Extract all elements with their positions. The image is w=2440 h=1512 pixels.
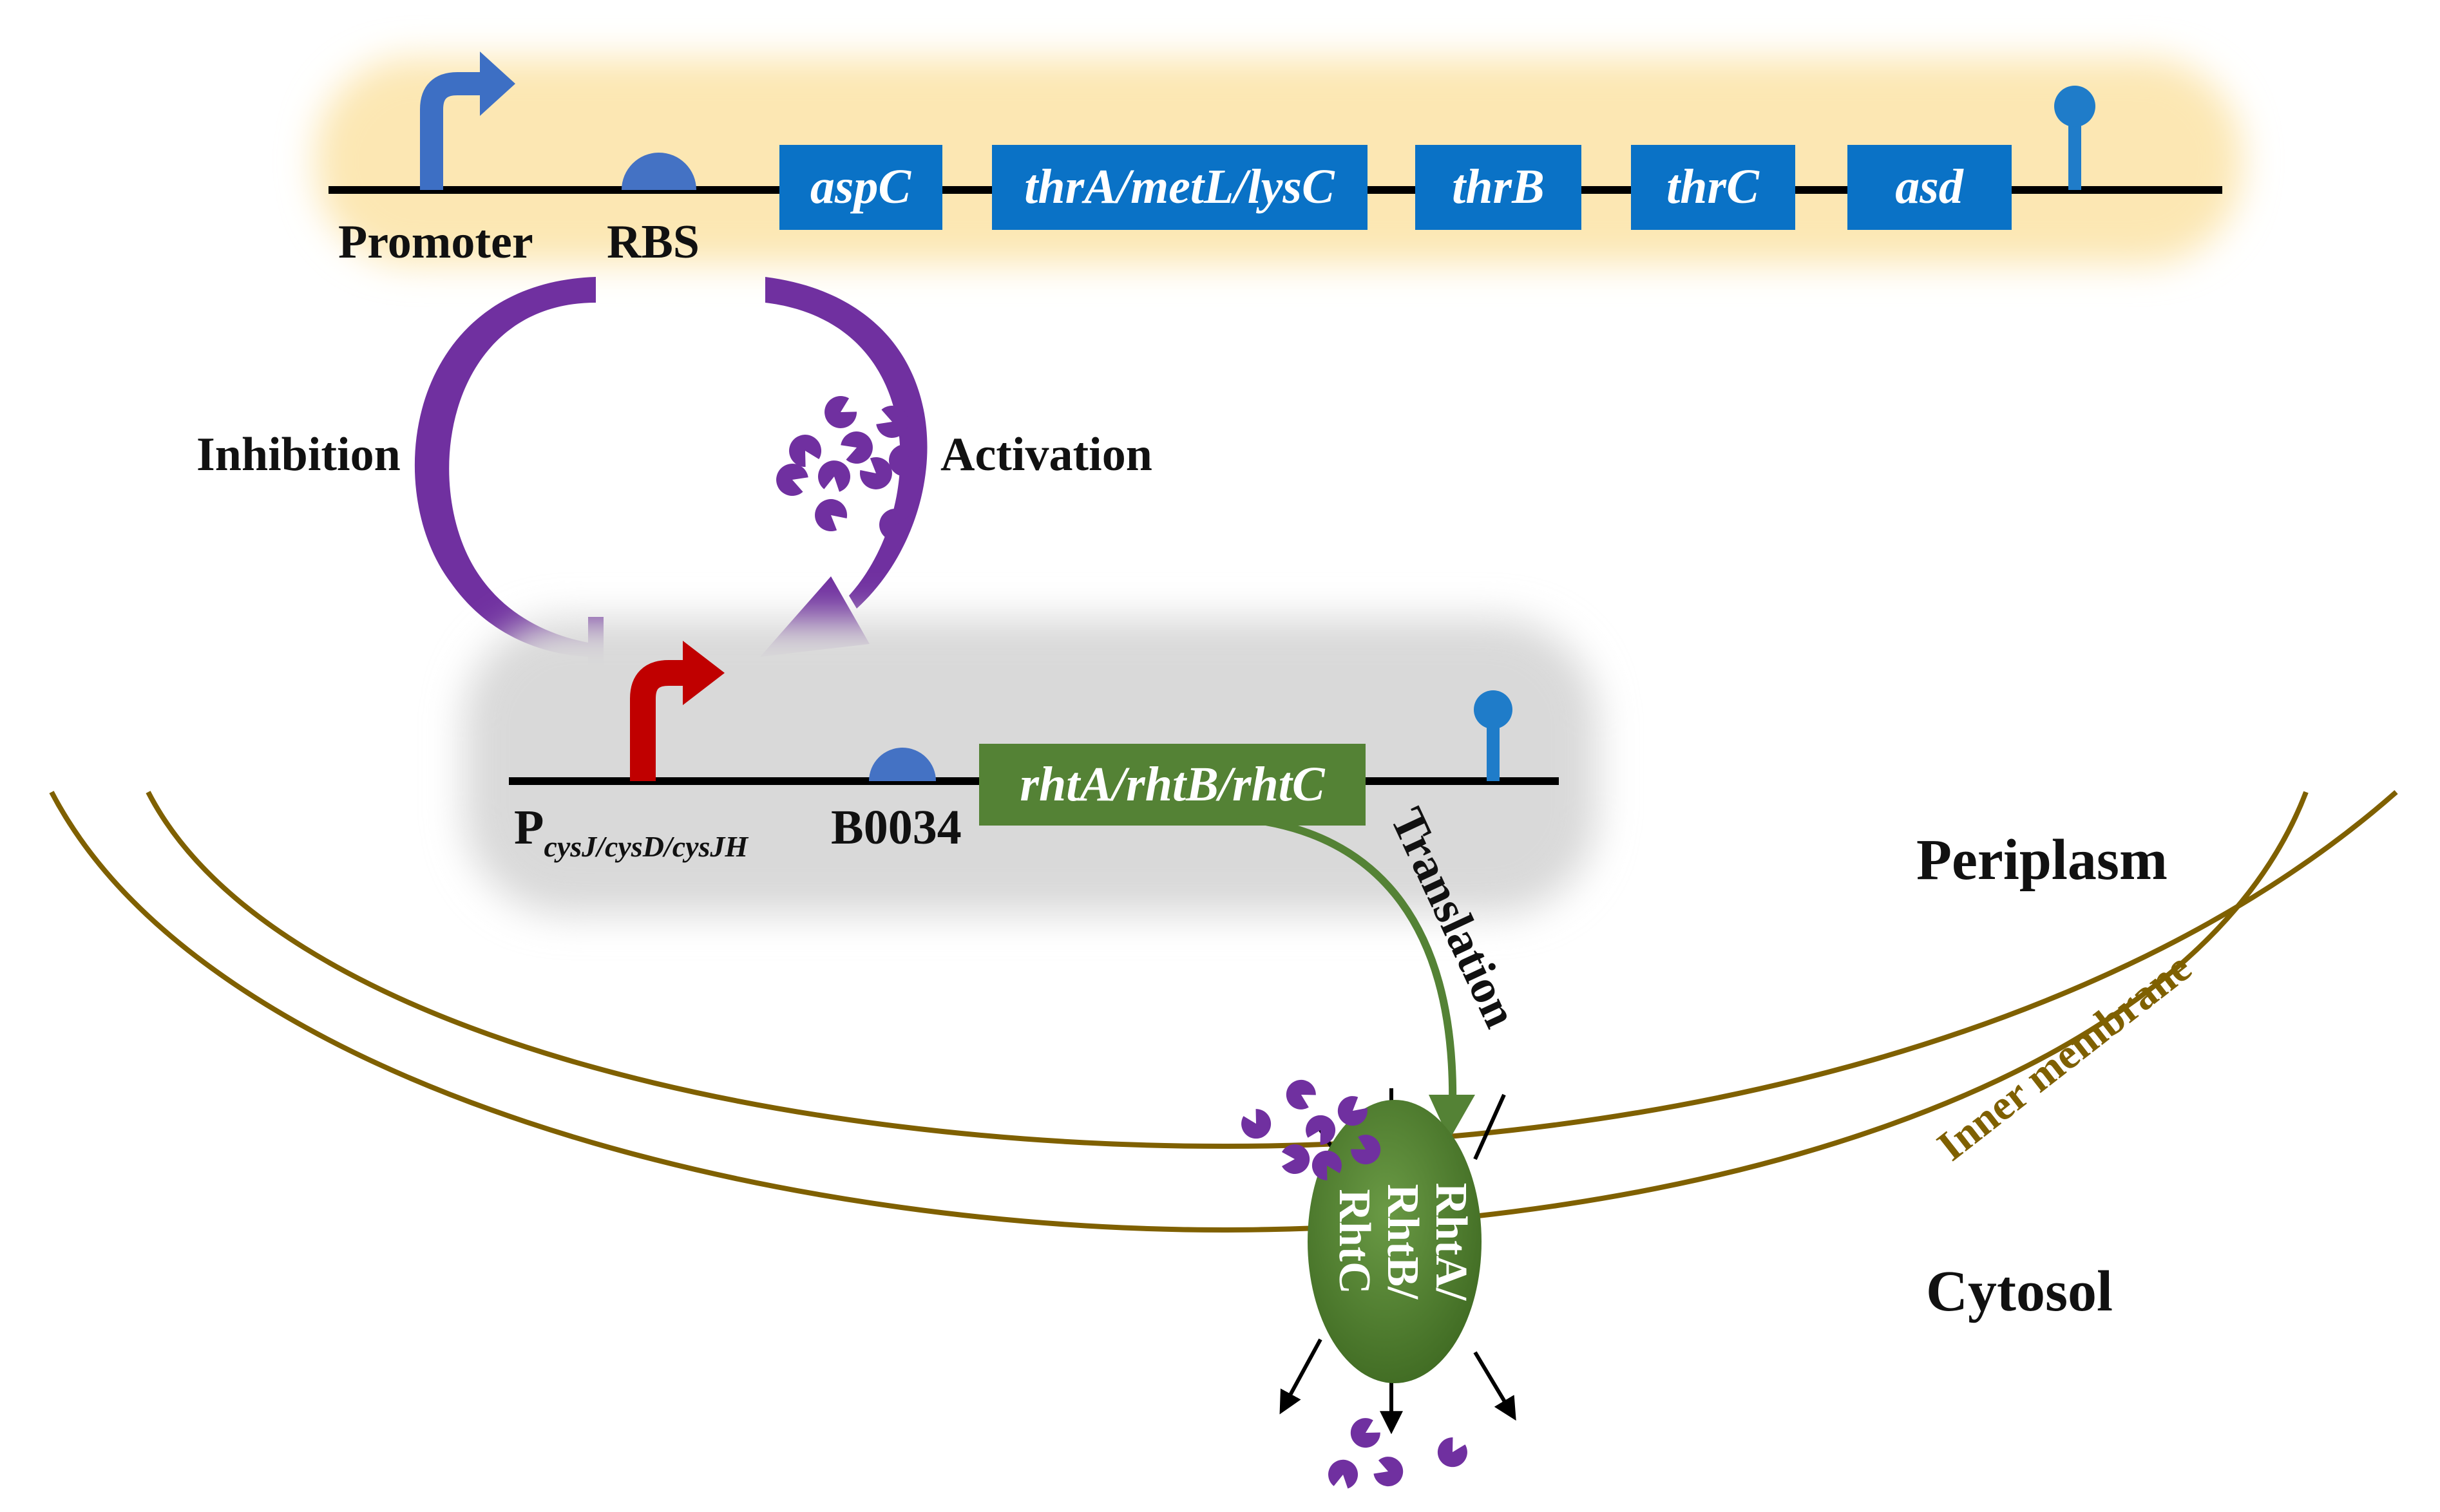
inner-membrane-label: Inner membrane (1929, 943, 2200, 1169)
inner-membrane-line (146, 789, 2398, 1149)
transporter-line3: RhtC (1330, 1189, 1379, 1294)
cytosol-label: Cytosol (1926, 1260, 2113, 1323)
gene-label: thrC (1666, 160, 1760, 214)
translation-arrow (1236, 814, 1457, 1108)
transporter-line1: RhtA/ (1426, 1183, 1476, 1301)
rht-gene-label: rhtA/rhtB/rhtC (1020, 757, 1325, 811)
inhibition-label: Inhibition (196, 428, 401, 481)
outer-membrane-line (49, 791, 2309, 1233)
promoter-label: Promoter (338, 216, 533, 269)
activation-label: Activation (940, 428, 1152, 481)
transporter-label: RhtA/ RhtB/ RhtC (1330, 1183, 1476, 1301)
gene-thra-metl-lysc: thrA/metL/lysC (992, 145, 1368, 230)
construct-promoter-label: PcysJ/cysD/cysJH (514, 800, 748, 863)
gene-asd: asd (1847, 145, 2012, 230)
gene-label: asd (1895, 160, 1964, 214)
terminator-icon (2054, 86, 2095, 190)
b0034-label: B0034 (831, 800, 962, 855)
promoter-main: P (514, 800, 544, 855)
rbs-icon (622, 153, 696, 190)
promoter-subscript: cysJ/cysD/cysJH (544, 830, 748, 863)
gene-label: thrB (1452, 160, 1545, 214)
gene-thrc: thrC (1631, 145, 1795, 230)
molecule-bottom-icon (1328, 1418, 1467, 1489)
molecule-cluster-icon (776, 395, 921, 541)
transporter-line2: RhtB/ (1378, 1184, 1427, 1300)
gene-label: aspC (810, 160, 912, 214)
rbs-label: RBS (607, 216, 700, 269)
b0034-rbs-icon (869, 748, 936, 781)
translation-arrowhead-icon (1429, 1095, 1475, 1140)
gene-thrb: thrB (1415, 145, 1581, 230)
molecule-top-icon (1241, 1079, 1381, 1180)
gene-aspc: aspC (779, 145, 942, 230)
construct-terminator-icon (1474, 690, 1512, 781)
gene-label: thrA/metL/lysC (1024, 160, 1335, 214)
promoter-arrow-icon (420, 52, 515, 190)
red-promoter-arrow-icon (630, 641, 725, 781)
rht-gene-box: rhtA/rhtB/rhtC (979, 744, 1366, 826)
periplasm-label: Periplasm (1916, 828, 2168, 892)
transporter-protein (1308, 1100, 1482, 1383)
